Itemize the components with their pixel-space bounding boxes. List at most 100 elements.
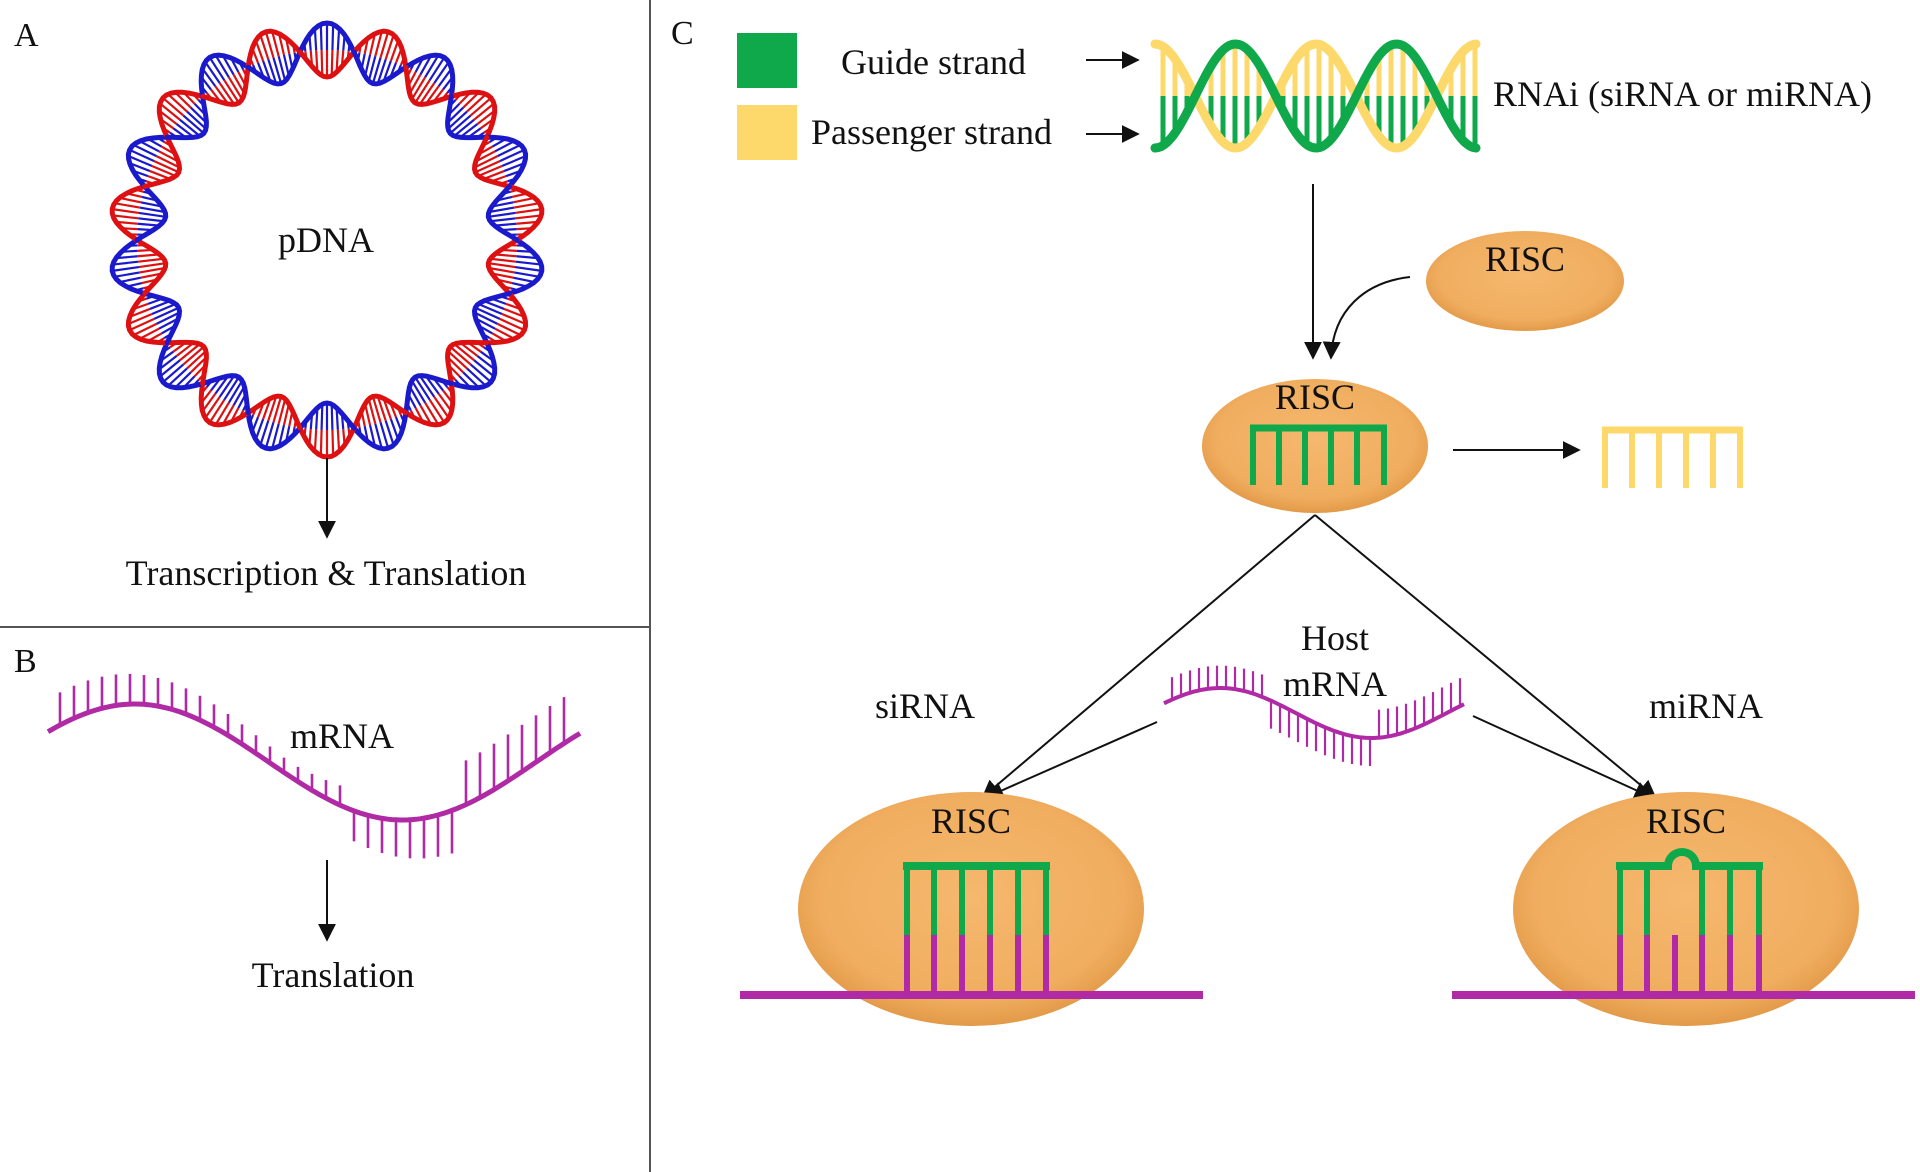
plasmid-backbone-segment [245, 410, 303, 452]
plasmid-base-pair [331, 24, 335, 51]
plasmid-base-pair [419, 54, 433, 76]
plasmid-base-pair [469, 363, 492, 383]
plasmid-base-pair [336, 429, 341, 452]
passenger-strand-released [1602, 426, 1743, 488]
plasmid-backbone-segment [142, 291, 183, 346]
plasmid-base-pair [214, 54, 230, 78]
plasmid-base-pair [466, 93, 487, 113]
plasmid-base-pair [419, 404, 433, 426]
plasmid-base-pair [494, 140, 515, 153]
plasmid-base-pair [384, 420, 395, 446]
plasmid-base-pair [115, 220, 138, 225]
plasmid-backbone-segment [109, 237, 148, 296]
plasmid-base-pair [497, 322, 522, 337]
host-mrna-strand [1163, 665, 1465, 766]
plasmid-base-pair [319, 24, 323, 51]
plasmid-base-pair [186, 110, 207, 130]
guide-strand-label: Guide strand [841, 42, 1026, 82]
plasmid-base-pair [115, 255, 138, 260]
plasmid-base-pair [129, 307, 151, 318]
plasmid-base-pair [162, 363, 185, 383]
plasmid-base-pair [503, 307, 525, 318]
guide-strand-comb [1250, 424, 1387, 485]
plasmid-base-pair [414, 376, 431, 401]
plasmid-base-pair [499, 148, 525, 163]
plasmid-base-pair [112, 208, 140, 215]
plasmid-base-pair [410, 76, 427, 100]
duplex-passenger-backbone [1150, 39, 1481, 153]
plasmid-base-pair [114, 202, 140, 209]
plasmid-base-pair [112, 260, 139, 266]
plasmid-backbone-segment [297, 20, 357, 55]
plasmid-base-pair [139, 266, 166, 274]
plasmid-base-pair [313, 429, 318, 452]
plasmid-base-pair [488, 262, 516, 269]
plasmid-base-pair [167, 367, 188, 387]
plasmid-base-pair [469, 97, 492, 117]
plasmid-base-pair [476, 355, 496, 371]
plasmid-base-pair [174, 91, 192, 109]
plasmid-backbone-segment [506, 184, 545, 243]
plasmid-base-pair [218, 375, 236, 398]
plasmid-base-pair [447, 110, 468, 130]
transcription-translation-label: Transcription & Translation [126, 553, 527, 593]
plasmid-base-pair [112, 214, 139, 220]
host-label: Host [1301, 618, 1369, 658]
plasmid-base-pair [272, 57, 283, 84]
plasmid-backbone-segment [403, 64, 454, 107]
plasmid-backbone-segment [134, 237, 169, 296]
plasmid-base-pair [159, 102, 181, 121]
plasmid-base-pair [319, 429, 323, 456]
mirna-guide-comb [1616, 848, 1763, 935]
plasmid-base-pair [367, 398, 377, 425]
plasmid-backbone-segment [485, 237, 520, 296]
plasmid-backbone-segment [164, 339, 209, 387]
plasmid-base-pair [476, 109, 496, 125]
plasmid-base-pair [139, 140, 160, 153]
plasmid-backbone-segment [109, 184, 148, 243]
plasmid-base-pair [447, 350, 468, 370]
plasmid-backbone-segment [448, 340, 498, 391]
plasmid-base-pair [129, 148, 155, 163]
plasmid-base-pair [264, 421, 275, 449]
plasmid-base-pair [499, 317, 525, 332]
panel-a: A pDNA Transcription & Translation [14, 17, 545, 593]
plasmid-base-pair [433, 396, 450, 419]
plasmid-base-pair [227, 76, 244, 100]
plasmid-base-pair [371, 57, 382, 84]
plasmid-base-pair [254, 40, 265, 62]
plasmid-base-pair [112, 265, 140, 272]
plasmid-base-pair [208, 399, 226, 424]
plasmid-base-pair [221, 404, 235, 426]
plasmid-backbone-segment [297, 400, 357, 431]
plasmid-base-pair [410, 380, 427, 404]
plasmid-base-pair [474, 306, 501, 320]
plasmid-base-pair [449, 114, 472, 135]
plasmid-base-pair [503, 162, 525, 173]
plasmid-base-pair [501, 155, 527, 168]
plasmid-backbone-segment [142, 134, 183, 189]
pdna-label: pDNA [278, 220, 374, 260]
panel-b-letter: B [14, 643, 37, 680]
plasmid-backbone-segment [484, 134, 529, 189]
plasmid-backbone-segment [471, 291, 512, 346]
plasmid-base-pair [379, 31, 390, 59]
plasmid-base-pair [313, 28, 318, 51]
plasmid-base-pair [227, 380, 244, 404]
plasmid-base-pair [208, 56, 226, 81]
mirna-target-comb [1617, 935, 1762, 993]
plasmid-backbone-segment [156, 340, 206, 391]
plasmid-base-pair [156, 155, 181, 169]
sirna-risc-complex: RISC [740, 792, 1203, 1026]
plasmid-base-pair [204, 396, 221, 419]
plasmid-base-pair [267, 58, 278, 85]
plasmid-backbone-segment [485, 184, 520, 243]
plasmid-base-pair [490, 257, 516, 263]
plasmid-base-pair [158, 109, 178, 125]
risc-free-label: RISC [1485, 239, 1565, 279]
plasmid-base-pair [514, 202, 540, 209]
plasmid-base-pair [132, 143, 157, 158]
plasmid-base-pair [336, 28, 341, 51]
plasmid-base-pair [119, 276, 142, 284]
plasmid-backbone-segment [164, 93, 209, 141]
